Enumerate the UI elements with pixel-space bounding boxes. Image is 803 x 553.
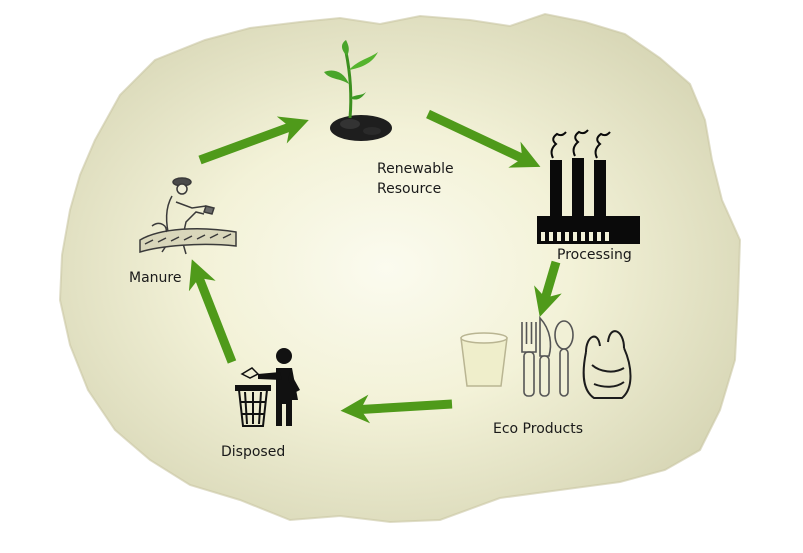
plastic-bag-icon (582, 330, 632, 399)
cycle-arrows (188, 109, 562, 424)
label-disposed: Disposed (221, 444, 286, 460)
eco-products-icon (460, 315, 632, 399)
label-processing: Processing (557, 247, 632, 263)
knife-icon (539, 315, 552, 397)
farmer-icon (139, 177, 237, 255)
trash-bin-icon (235, 385, 271, 427)
spoon-icon (554, 320, 574, 397)
label-renewable-resource: Renewable Resource (377, 161, 454, 197)
paper-cup-icon (460, 332, 508, 387)
arrow-processing-to-products (534, 260, 562, 318)
arrow-disposed-to-manure (188, 259, 237, 364)
arrow-manure-to-resource (198, 116, 309, 165)
background-blob (60, 14, 740, 522)
factory-icon (537, 129, 640, 244)
arrow-resource-to-processing (426, 109, 541, 168)
label-manure: Manure (129, 270, 182, 286)
fork-icon (521, 322, 537, 397)
trash-disposal-icon (235, 348, 300, 427)
background-blob-edge (58, 12, 742, 524)
seedling-icon (324, 40, 392, 141)
label-eco-products: Eco Products (493, 421, 584, 437)
arrow-products-to-disposed (340, 394, 453, 424)
